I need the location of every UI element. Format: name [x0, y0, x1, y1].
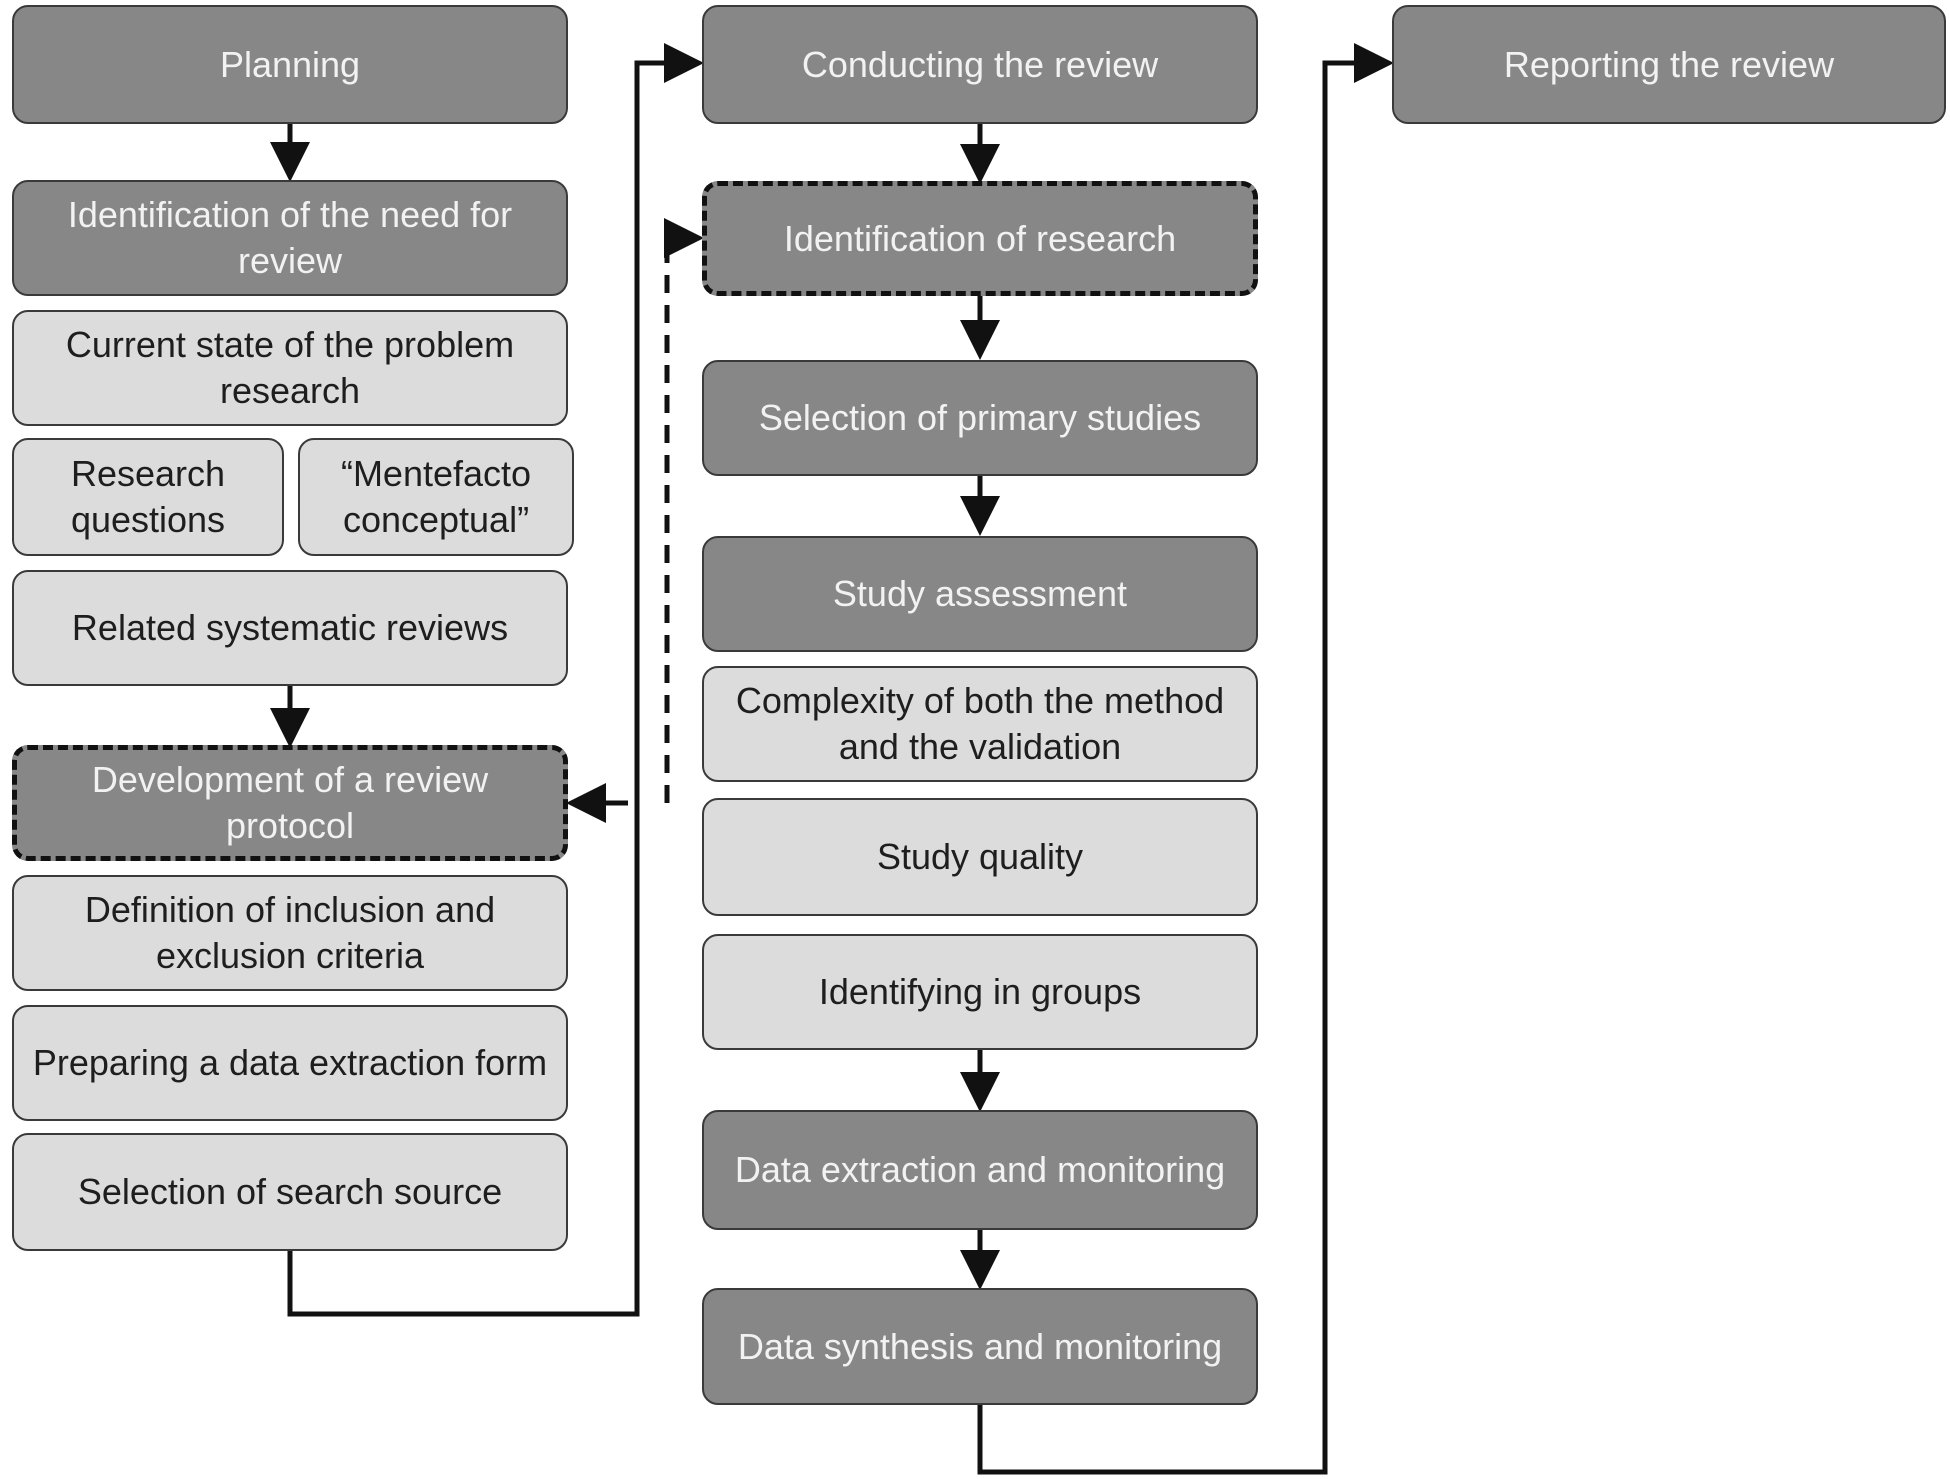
search-source-box: Selection of search source — [12, 1133, 568, 1251]
mentefacto-box: “Mentefacto conceptual” — [298, 438, 574, 556]
arrow-conducting-to-reporting — [977, 43, 1394, 1475]
complexity-box: Complexity of both the method and the va… — [702, 666, 1258, 782]
reporting-header: Reporting the review — [1392, 5, 1946, 124]
research-questions-box: Research questions — [12, 438, 284, 556]
data-extraction-box: Data extraction and monitoring — [702, 1110, 1258, 1230]
selection-of-studies-box: Selection of primary studies — [702, 360, 1258, 476]
inclusion-criteria-box: Definition of inclusion and exclusion cr… — [12, 875, 568, 991]
extraction-form-box: Preparing a data extraction form — [12, 1005, 568, 1121]
arrow-dashed-protocol-to-identification — [664, 218, 704, 803]
current-state-box: Current state of the problem research — [12, 310, 568, 426]
data-synthesis-box: Data synthesis and monitoring — [702, 1288, 1258, 1405]
need-for-review-box: Identification of the need for review — [12, 180, 568, 296]
review-protocol-box: Development of a review protocol — [12, 745, 568, 861]
planning-header: Planning — [12, 5, 568, 124]
identifying-groups-box: Identifying in groups — [702, 934, 1258, 1050]
study-assessment-box: Study assessment — [702, 536, 1258, 652]
related-reviews-box: Related systematic reviews — [12, 570, 568, 686]
conducting-header: Conducting the review — [702, 5, 1258, 124]
identification-of-research-box: Identification of research — [702, 181, 1258, 296]
arrow-planning-to-conducting — [287, 43, 704, 1317]
study-quality-box: Study quality — [702, 798, 1258, 916]
